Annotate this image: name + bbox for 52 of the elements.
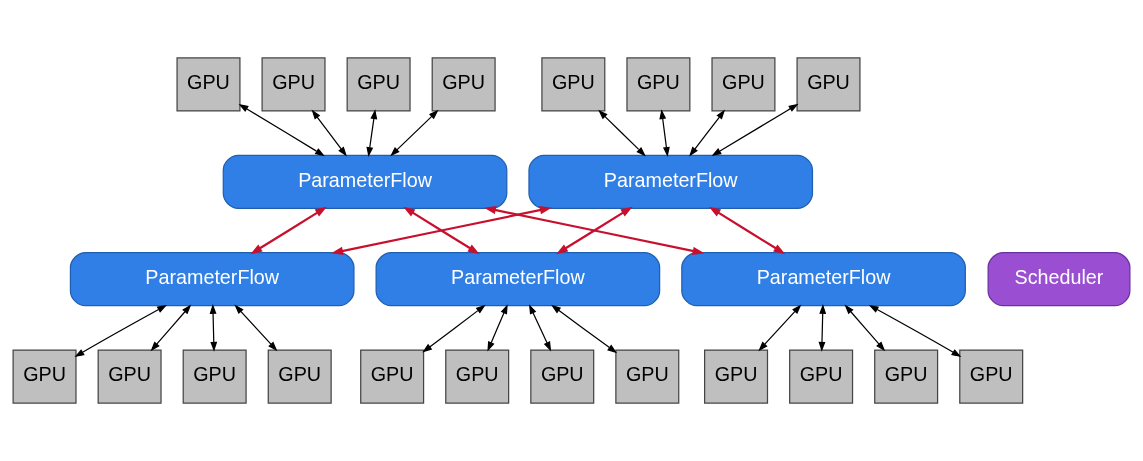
arrow (551, 304, 618, 354)
arrow (556, 206, 633, 255)
arrow (250, 206, 327, 255)
node-box: GPU (959, 349, 1024, 404)
node-box: GPU (97, 349, 162, 404)
arrow (868, 304, 962, 358)
node-box: GPU (360, 349, 425, 404)
node-box: GPU (431, 57, 496, 112)
node-box: Scheduler (987, 252, 1131, 307)
arrow (529, 304, 552, 352)
arrow (487, 304, 508, 352)
arrow (598, 109, 646, 157)
arrow (234, 304, 278, 352)
node-box: GPU (541, 57, 606, 112)
node-box: ParameterFlow (222, 154, 508, 209)
arrow (390, 109, 439, 157)
arrow (209, 304, 218, 352)
node-box: GPU (626, 57, 691, 112)
arrow (844, 304, 886, 352)
arrow (403, 206, 480, 255)
node-box: ParameterFlow (681, 252, 966, 307)
node-box: GPU (261, 57, 326, 112)
node-box: GPU (346, 57, 411, 112)
arrow (422, 304, 486, 353)
node-box: ParameterFlow (528, 154, 814, 209)
arrow (659, 109, 670, 157)
arrow (311, 109, 347, 157)
node-box: GPU (176, 57, 241, 112)
arrow (366, 109, 378, 157)
node-box: ParameterFlow (69, 252, 355, 307)
node-box: GPU (615, 349, 680, 404)
node-box: GPU (796, 57, 861, 112)
arrow (689, 109, 726, 157)
node-box: GPU (874, 349, 939, 404)
node-box: GPU (12, 349, 77, 404)
arrow (150, 304, 192, 352)
arrow (74, 304, 167, 358)
arrow (818, 304, 827, 352)
arrow (758, 304, 802, 352)
arrow (484, 206, 705, 255)
node-box: GPU (704, 349, 769, 404)
node-box: GPU (711, 57, 776, 112)
arrow (708, 206, 786, 255)
arrow (711, 103, 799, 157)
arrow (331, 206, 552, 255)
node-box: GPU (267, 349, 332, 404)
node-box: GPU (182, 349, 247, 404)
node-box: GPU (445, 349, 510, 404)
node-box: GPU (789, 349, 854, 404)
arrow (238, 103, 325, 157)
node-box: ParameterFlow (375, 252, 661, 307)
node-box: GPU (530, 349, 595, 404)
